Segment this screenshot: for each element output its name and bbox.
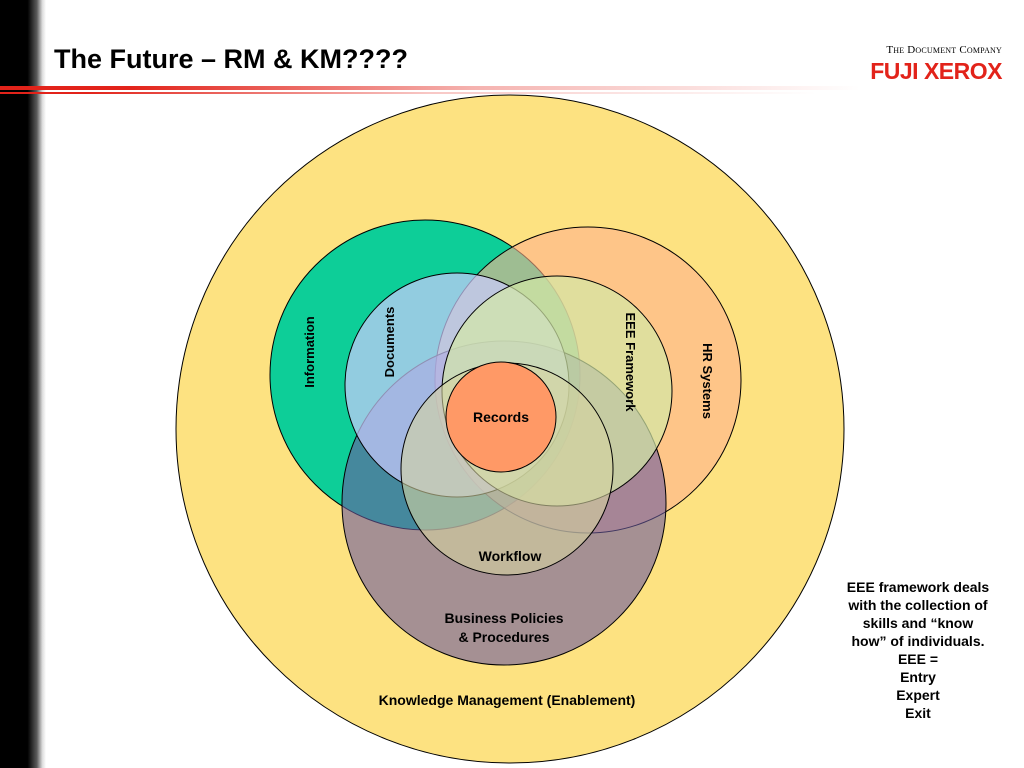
note-line: EEE = xyxy=(897,651,939,667)
note-line: skills and “know xyxy=(862,615,974,631)
label-eee-framework: EEE Framework xyxy=(623,313,638,413)
note-line: EEE framework deals xyxy=(846,579,990,595)
label-information: Information xyxy=(302,316,317,388)
note-line: with the collection of xyxy=(848,597,988,613)
title-underline xyxy=(0,86,860,96)
label-documents: Documents xyxy=(382,307,397,378)
label-knowledge-management: Knowledge Management (Enablement) xyxy=(379,692,636,708)
label-business-policies-line2: & Procedures xyxy=(458,629,549,645)
circle-records xyxy=(445,361,557,473)
logo-brand: FUJI XEROX xyxy=(870,58,1002,84)
label-records: Records xyxy=(473,409,529,425)
label-workflow: Workflow xyxy=(479,548,542,564)
slide-title: The Future – RM & KM???? xyxy=(54,44,408,74)
label-business-policies-line1: Business Policies xyxy=(444,610,563,626)
fuji-xerox-logo: The Document Company FUJI XEROX xyxy=(862,44,1002,85)
note-line: Expert xyxy=(896,687,940,703)
note-line: Exit xyxy=(905,705,931,721)
logo-tagline: The Document Company xyxy=(886,44,1002,56)
label-hr-systems: HR Systems xyxy=(700,343,715,419)
title-underline-thick xyxy=(0,86,860,90)
note-line: how” of individuals. xyxy=(851,633,985,649)
title-underline-thin xyxy=(0,92,860,94)
eee-note: EEE framework deals with the collection … xyxy=(828,578,1008,722)
left-gradient-bar xyxy=(0,0,46,768)
note-line: Entry xyxy=(900,669,936,685)
